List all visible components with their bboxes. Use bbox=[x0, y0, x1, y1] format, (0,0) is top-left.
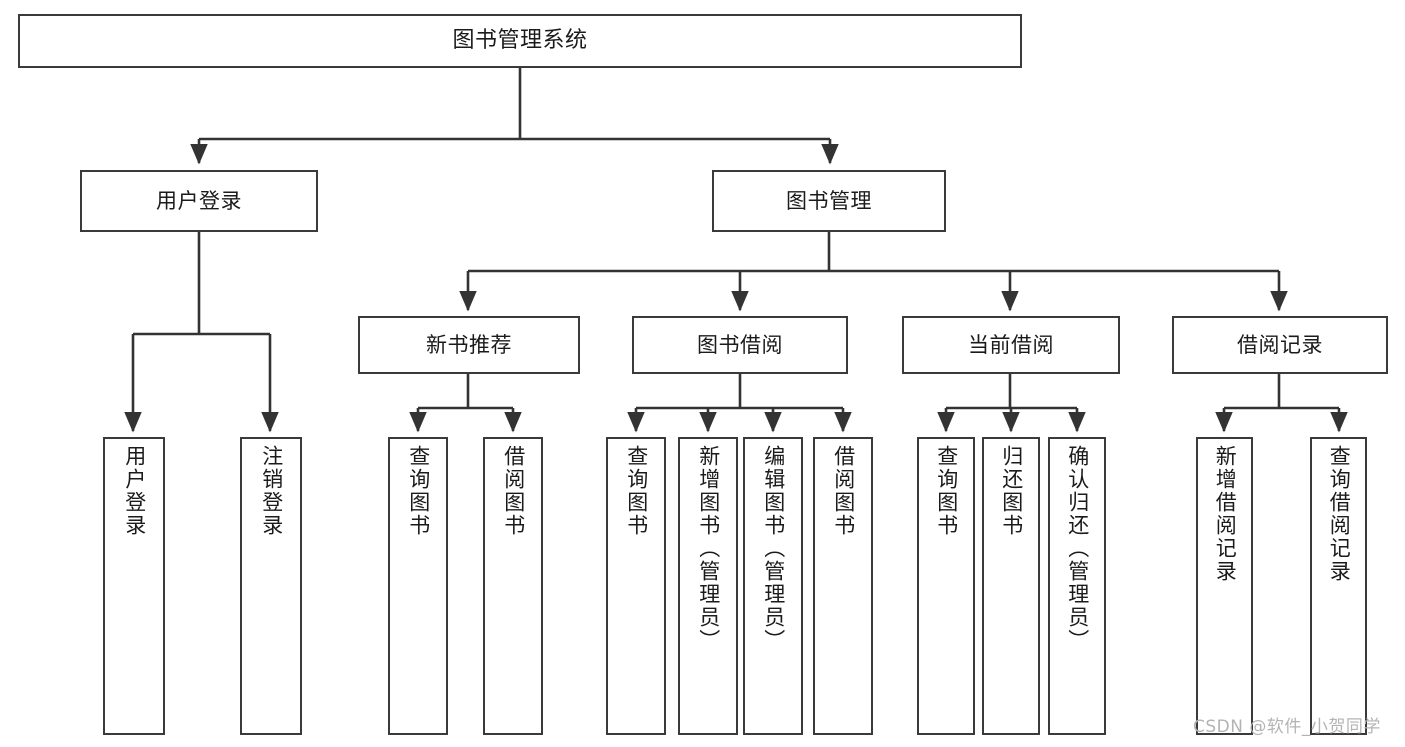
node-new-book-recommend-label: 新书推荐 bbox=[426, 332, 512, 357]
node-leaf-user-login-label: 用户登录 bbox=[122, 445, 147, 537]
node-leaf-query-book-1-label: 查询图书 bbox=[406, 445, 431, 537]
node-leaf-logout[interactable]: 注销登录 bbox=[240, 437, 302, 735]
node-leaf-borrow-book-2-label: 借阅图书 bbox=[831, 445, 856, 537]
node-book-manage-label: 图书管理 bbox=[786, 188, 872, 213]
node-book-borrow[interactable]: 图书借阅 bbox=[632, 316, 848, 374]
node-book-manage[interactable]: 图书管理 bbox=[712, 170, 946, 232]
node-leaf-return-book-label: 归还图书 bbox=[999, 445, 1024, 537]
node-leaf-query-record[interactable]: 查询借阅记录 bbox=[1310, 437, 1367, 735]
node-leaf-borrow-book-2[interactable]: 借阅图书 bbox=[813, 437, 873, 735]
node-leaf-edit-book[interactable]: 编辑图书（管理员） bbox=[743, 437, 803, 735]
node-leaf-add-record-label: 新增借阅记录 bbox=[1213, 445, 1238, 583]
node-leaf-query-book-3[interactable]: 查询图书 bbox=[917, 437, 975, 735]
node-leaf-query-book-3-label: 查询图书 bbox=[934, 445, 959, 537]
node-leaf-borrow-book-1-label: 借阅图书 bbox=[501, 445, 526, 537]
node-leaf-add-record[interactable]: 新增借阅记录 bbox=[1196, 437, 1253, 735]
node-leaf-return-book[interactable]: 归还图书 bbox=[982, 437, 1040, 735]
node-user-login[interactable]: 用户登录 bbox=[80, 170, 318, 232]
node-leaf-confirm-return-label: 确认归还（管理员） bbox=[1065, 445, 1090, 652]
node-book-borrow-label: 图书借阅 bbox=[697, 332, 783, 357]
node-user-login-label: 用户登录 bbox=[156, 188, 242, 213]
node-leaf-confirm-return[interactable]: 确认归还（管理员） bbox=[1048, 437, 1106, 735]
node-current-borrow-label: 当前借阅 bbox=[968, 332, 1054, 357]
node-leaf-query-book-1[interactable]: 查询图书 bbox=[388, 437, 448, 735]
node-leaf-add-book-label: 新增图书（管理员） bbox=[696, 445, 721, 652]
node-leaf-add-book[interactable]: 新增图书（管理员） bbox=[678, 437, 738, 735]
node-current-borrow[interactable]: 当前借阅 bbox=[902, 316, 1120, 374]
node-root[interactable]: 图书管理系统 bbox=[18, 14, 1022, 68]
node-leaf-query-record-label: 查询借阅记录 bbox=[1327, 445, 1352, 583]
node-borrow-record[interactable]: 借阅记录 bbox=[1172, 316, 1388, 374]
watermark: CSDN @软件_小贺同学 bbox=[1193, 717, 1381, 737]
node-leaf-user-login[interactable]: 用户登录 bbox=[103, 437, 165, 735]
node-leaf-query-book-2[interactable]: 查询图书 bbox=[606, 437, 666, 735]
node-new-book-recommend[interactable]: 新书推荐 bbox=[358, 316, 580, 374]
node-leaf-edit-book-label: 编辑图书（管理员） bbox=[761, 445, 786, 652]
node-leaf-query-book-2-label: 查询图书 bbox=[624, 445, 649, 537]
node-borrow-record-label: 借阅记录 bbox=[1237, 332, 1323, 357]
node-root-label: 图书管理系统 bbox=[452, 28, 588, 54]
node-leaf-logout-label: 注销登录 bbox=[259, 445, 284, 537]
node-leaf-borrow-book-1[interactable]: 借阅图书 bbox=[483, 437, 543, 735]
